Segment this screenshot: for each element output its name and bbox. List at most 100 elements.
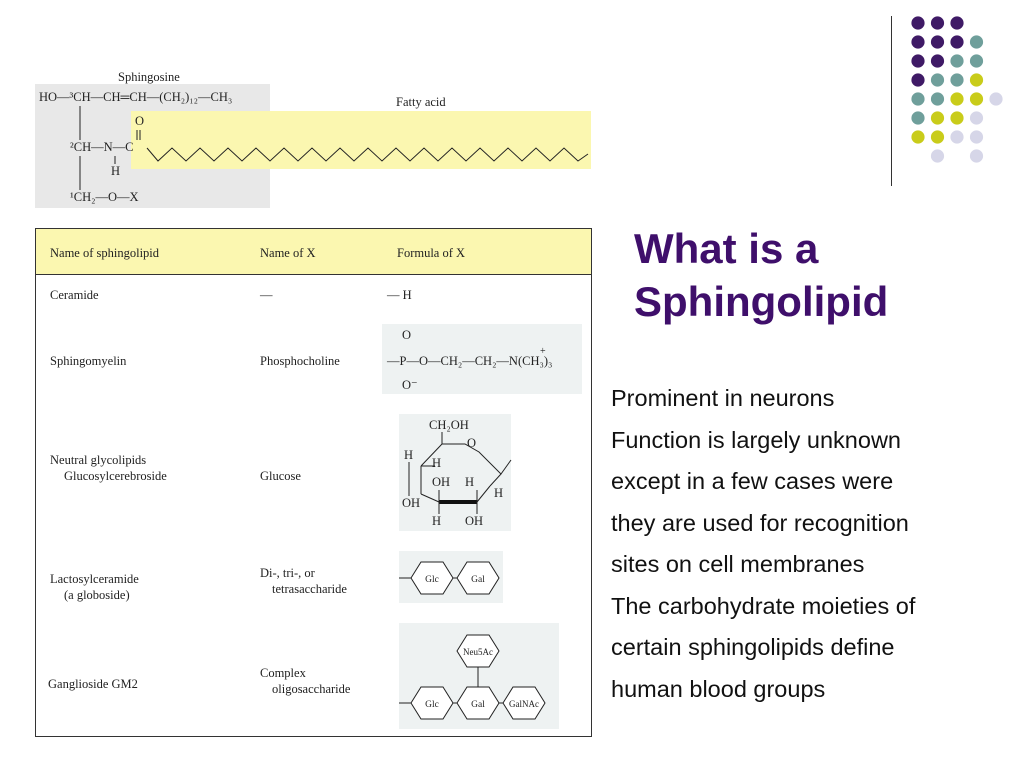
row-ganglioside-x: Complex xyxy=(260,666,306,680)
body-line: Prominent in neurons xyxy=(611,385,835,411)
decorative-dot xyxy=(950,35,964,49)
sphingolipid-structure-figure: Sphingosine Fatty acid HO—³CH—CH═CH—(CH₂… xyxy=(35,68,595,213)
row-sphingomyelin-formula: —P—O—CH₂—CH₂—N(CH₃)₃ xyxy=(387,354,553,368)
phosphate-bottom-o: O⁻ xyxy=(402,378,418,392)
decorative-dot xyxy=(969,130,984,144)
decorative-dot xyxy=(930,130,945,144)
fatty-acid-highlight xyxy=(131,111,591,169)
row-glycolipid-name2: Glucosylcerebroside xyxy=(64,469,167,483)
glucose-h3: H xyxy=(465,475,475,489)
gal-ring: Gal xyxy=(456,686,500,720)
decorative-dot xyxy=(911,130,925,144)
glc-ring: Glc xyxy=(410,561,454,595)
decorative-dot xyxy=(930,111,945,125)
decorative-dot xyxy=(911,92,925,106)
decorative-dot xyxy=(950,130,964,144)
decorative-dot-grid xyxy=(911,16,1003,163)
row-sphingomyelin-x: Phosphocholine xyxy=(260,354,340,368)
glucose-shade xyxy=(399,414,511,531)
row-ceramide-name: Ceramide xyxy=(50,288,99,302)
neu5ac-ring: Neu5Ac xyxy=(456,634,500,668)
decorative-dot xyxy=(950,73,964,87)
body-line: certain sphingolipids define xyxy=(611,634,895,660)
glucose-oh1: OH xyxy=(432,475,451,489)
row-ganglioside-x2: oligosaccharide xyxy=(272,682,351,696)
carbonyl-oxygen: O xyxy=(135,114,145,128)
body-line: except in a few cases were xyxy=(611,468,894,494)
row-sphingomyelin-name: Sphingomyelin xyxy=(50,354,127,368)
phosphocholine-shade xyxy=(382,324,582,394)
lactose-diagram: Glc Gal xyxy=(399,561,500,595)
header-name: Name of sphingolipid xyxy=(50,246,160,260)
decorative-dot xyxy=(950,92,964,106)
row-lactosyl-x: Di-, tri-, or xyxy=(260,566,315,580)
svg-text:Gal: Gal xyxy=(471,700,485,710)
glucose-h5: H xyxy=(494,486,504,500)
decorative-dot xyxy=(930,73,945,87)
svg-text:Glc: Glc xyxy=(425,700,439,710)
row-lactosyl-x2: tetrasaccharide xyxy=(272,582,347,596)
header-formula: Formula of X xyxy=(397,246,466,260)
decorative-dot xyxy=(969,35,984,49)
decorative-dot xyxy=(930,149,945,163)
decorative-dot xyxy=(930,54,945,68)
body-line: Function is largely unknown xyxy=(611,426,901,453)
svg-text:Neu5Ac: Neu5Ac xyxy=(463,647,493,657)
sphingolipid-table: Name of sphingolipid Name of X Formula o… xyxy=(35,228,592,737)
row-lactosyl-name: Lactosylceramide xyxy=(50,572,139,586)
row-glycolipid-name: Neutral glycolipids xyxy=(50,453,147,467)
slide-title: What is a Sphingolipid xyxy=(634,222,1014,328)
decorative-dot xyxy=(969,54,984,68)
svg-text:GalNAc: GalNAc xyxy=(509,699,539,709)
amide-row: ²CH—N—C xyxy=(70,140,134,154)
decorative-dot xyxy=(950,54,964,68)
body-line: human blood groups xyxy=(611,675,826,702)
decorative-dot xyxy=(930,35,945,49)
glucose-oh2: OH xyxy=(402,496,421,510)
glucose-oh3: OH xyxy=(465,514,484,528)
amide-hydrogen: H xyxy=(111,164,121,178)
title-line-1: What is a xyxy=(634,225,819,272)
phosphate-top-o: O xyxy=(402,328,412,342)
body-line: The carbohydrate moieties of xyxy=(611,592,916,619)
decorative-dot xyxy=(911,111,925,125)
ch2-ox-row: ¹CH₂—O—X xyxy=(70,190,139,204)
body-line: they are used for recognition xyxy=(611,509,909,536)
glucose-structure: CH₂OH O H H OH H H OH H OH xyxy=(399,414,512,531)
sphingosine-formula: HO—³CH—CH═CH—(CH₂)₁₂—CH₃ xyxy=(39,90,233,104)
divider-line xyxy=(891,16,892,186)
title-line-2: Sphingolipid xyxy=(634,278,889,325)
decorative-dot xyxy=(969,111,984,125)
decorative-dot xyxy=(989,92,1003,106)
header-x-name: Name of X xyxy=(260,246,316,260)
decorative-dot xyxy=(950,16,964,30)
decorative-dot xyxy=(911,35,925,49)
decorative-dot xyxy=(911,16,925,30)
glucose-ring-o: O xyxy=(467,436,477,450)
body-text: Prominent in neurons Function is largely… xyxy=(611,378,1011,710)
glucose-h4: H xyxy=(432,514,442,528)
row-ceramide-x: — xyxy=(260,288,273,302)
decorative-dot xyxy=(969,92,984,106)
body-line: sites on cell membranes xyxy=(611,551,865,577)
sphingosine-label: Sphingosine xyxy=(118,70,180,84)
table-header: Name of sphingolipid Name of X Formula o… xyxy=(36,229,591,275)
fatty-acid-label: Fatty acid xyxy=(396,95,446,109)
svg-text:Gal: Gal xyxy=(471,575,485,585)
decorative-dot xyxy=(911,54,925,68)
glc-ring: Glc xyxy=(410,686,454,720)
decorative-dot xyxy=(930,92,945,106)
ammonium-plus: + xyxy=(540,346,546,357)
decorative-dot xyxy=(950,111,964,125)
glucose-ch2oh: CH₂OH xyxy=(429,418,469,432)
decorative-dot xyxy=(969,149,984,163)
decorative-dot xyxy=(930,16,945,30)
structure-bonds xyxy=(79,106,589,190)
galnac-ring: GalNAc xyxy=(502,686,546,720)
glucose-h2: H xyxy=(432,456,442,470)
gal-ring: Gal xyxy=(456,561,500,595)
ganglioside-diagram: Glc Gal GalNAc Neu5Ac xyxy=(399,634,546,720)
glucose-h1: H xyxy=(404,448,414,462)
decorative-dot xyxy=(969,73,984,87)
row-glycolipid-x: Glucose xyxy=(260,469,301,483)
